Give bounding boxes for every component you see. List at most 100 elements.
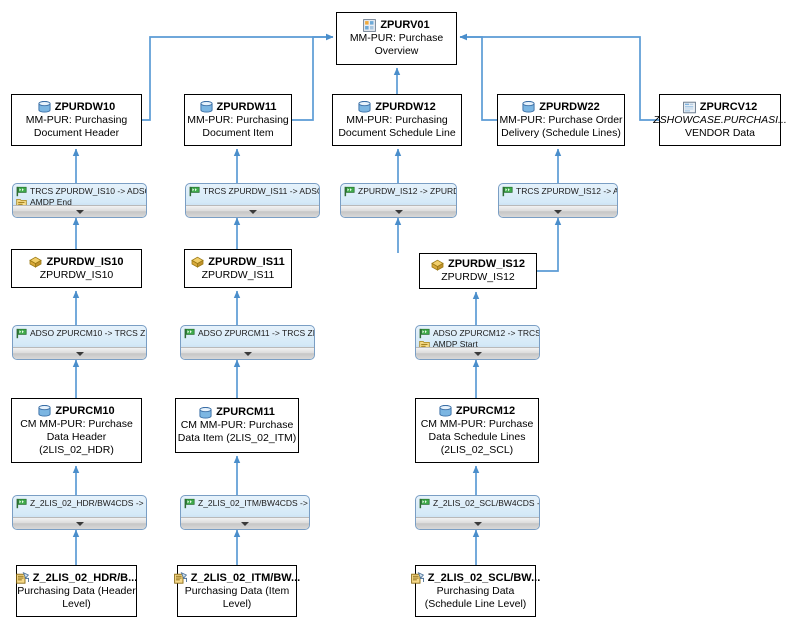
transformation-expand-bar[interactable] [341,205,456,217]
transformation-expand-bar[interactable] [13,205,146,217]
chevron-down-icon [473,351,482,356]
node-title-row: ZPURCM11 [199,406,275,419]
transformation-row[interactable]: ZPURDW_IS12 -> ZPURDW12 [344,186,456,197]
amdp-script-icon [16,197,27,208]
node-subtitle-line: MM-PUR: Purchasing [187,113,289,126]
transformation-row[interactable]: Z_2LIS_02_HDR/BW4CDS -> Z... [16,498,146,509]
transformation-row-label: TRCS ZPURDW_IS10 -> ADSO... [30,186,147,196]
chevron-down-icon [473,521,482,526]
transformation-rows: ADSO ZPURCM10 -> TRCS ZP... [13,326,146,339]
node-subtitle-line: VENDOR Data [684,126,756,139]
transformation-row[interactable]: TRCS ZPURDW_IS12 -> ADSO... [502,186,617,197]
transformation-expand-bar[interactable] [13,347,146,359]
transformation-row-label: ZPURDW_IS12 -> ZPURDW12 [358,186,456,196]
node-title: ZPURCM12 [455,404,516,417]
transformation-expand-bar[interactable] [13,517,146,529]
transformation-expand-bar[interactable] [181,347,314,359]
transformation-rows: ADSO ZPURCM12 -> TRCS ZP... AMDP Start [416,326,539,350]
transformation-tr-is11-adso[interactable]: TRCS ZPURDW_IS11 -> ADSO... [185,183,320,218]
adso-cylinder-icon [199,101,213,113]
chevron-down-icon [241,521,249,526]
transformation-row-label: ADSO ZPURCM10 -> TRCS ZP... [30,328,147,338]
transformation-row[interactable]: ADSO ZPURCM10 -> TRCS ZP... [16,328,146,339]
node-subtitle-line: ZSHOWCASE.PURCHASI... [653,113,787,126]
node-title-row: ZPURDW_IS10 [29,256,124,269]
transformation-tr-is10-adso[interactable]: TRCS ZPURDW_IS10 -> ADSO... AMDP End [12,183,147,218]
node-ds-itm[interactable]: Z_2LIS_02_ITM/BW...Purchasing Data (Item… [173,565,301,617]
node-title-row: ZPURDW10 [38,101,115,114]
transformation-row-label: AMDP Start [433,339,478,349]
transformation-tr-cm12-trcs[interactable]: ADSO ZPURCM12 -> TRCS ZP... AMDP Start [415,325,540,360]
node-title: Z_2LIS_02_HDR/B... [32,571,138,584]
transformation-tr-ds-itm[interactable]: Z_2LIS_02_ITM/BW4CDS -> Z... [180,495,310,530]
transformation-expand-bar[interactable] [499,205,617,217]
transformation-row-label: Z_2LIS_02_HDR/BW4CDS -> Z... [30,498,147,508]
transformation-row[interactable]: Z_2LIS_02_ITM/BW4CDS -> Z... [184,498,309,509]
transformation-rows: ADSO ZPURCM11 -> TRCS ZP... [181,326,314,339]
node-subtitle-line: MM-PUR: Purchasing [346,113,448,126]
transformation-expand-bar[interactable] [181,517,309,529]
node-subtitle-line: ZPURDW_IS11 [201,268,275,281]
node-title: ZPURDW12 [375,100,436,113]
transformation-rows: TRCS ZPURDW_IS10 -> ADSO... AMDP End [13,184,146,208]
node-ds-hdr[interactable]: Z_2LIS_02_HDR/B...Purchasing Data (Heade… [15,565,138,617]
infosource-box-icon [191,256,205,268]
transformation-tr-is12-adso[interactable]: TRCS ZPURDW_IS12 -> ADSO... [498,183,618,218]
node-title: ZPURDW22 [539,100,600,113]
open-ods-view-icon [682,101,696,114]
transformation-row[interactable]: TRCS ZPURDW_IS11 -> ADSO... [189,186,319,197]
transformation-flag-icon [184,328,195,339]
transformation-expand-bar[interactable] [416,517,539,529]
node-subtitle-line: Level) [222,597,252,610]
node-subtitle-line: Purchasing Data (Header [17,584,136,597]
node-title: ZPURCV12 [699,100,758,113]
cube-composite-provider-icon [363,19,377,32]
adso-cylinder-icon [38,405,51,417]
node-subtitle-line: (2LIS_02_HDR) [39,443,114,456]
transformation-row[interactable]: ADSO ZPURCM11 -> TRCS ZP... [184,328,314,339]
node-subtitle-line: CM MM-PUR: Purchase [180,419,294,431]
transformation-row[interactable]: TRCS ZPURDW_IS10 -> ADSO... [16,186,146,197]
transformation-expand-bar[interactable] [416,347,539,359]
chevron-down-icon [243,351,252,356]
node-subtitle-line: Data Item (2LIS_02_ITM) [177,432,297,444]
transformation-expand-bar[interactable] [186,205,319,217]
edge-dw22-zpurv01 [459,33,497,121]
transformation-tr-ds-scl[interactable]: Z_2LIS_02_SCL/BW4CDS -> Z... [415,495,540,530]
transformation-row[interactable]: Z_2LIS_02_SCL/BW4CDS -> Z... [419,498,539,509]
node-title: Z_2LIS_02_ITM/BW... [190,571,301,584]
chevron-down-icon [394,209,403,214]
node-title-row: Z_2LIS_02_HDR/B... [15,571,138,585]
node-title: ZPURDW_IS12 [447,258,526,270]
node-ds-scl[interactable]: Z_2LIS_02_SCL/BW...Purchasing Data(Sched… [410,565,540,617]
node-title: ZPURCM11 [216,406,275,418]
transformation-tr-ds-hdr[interactable]: Z_2LIS_02_HDR/BW4CDS -> Z... [12,495,147,530]
transformation-tr-cm11-trcs[interactable]: ADSO ZPURCM11 -> TRCS ZP... [180,325,315,360]
datasource-icon [173,571,187,585]
node-title-row: Z_2LIS_02_ITM/BW... [173,571,301,585]
transformation-row-label: Z_2LIS_02_SCL/BW4CDS -> Z... [433,498,540,508]
transformation-tr-is12-dw12[interactable]: ZPURDW_IS12 -> ZPURDW12 [340,183,457,218]
node-subtitle-line: Document Item [202,126,274,139]
transformation-tr-cm10-trcs[interactable]: ADSO ZPURCM10 -> TRCS ZP... [12,325,147,360]
node-subtitle-line: Document Schedule Line [338,126,456,139]
node-title-row: ZPURDW22 [522,101,600,114]
node-title: Z_2LIS_02_SCL/BW... [427,571,541,584]
transformation-row[interactable]: AMDP End [16,197,146,208]
transformation-flag-icon [502,186,513,197]
transformation-row[interactable]: ADSO ZPURCM12 -> TRCS ZP... [419,328,539,339]
node-title-row: ZPURDW12 [358,101,436,114]
